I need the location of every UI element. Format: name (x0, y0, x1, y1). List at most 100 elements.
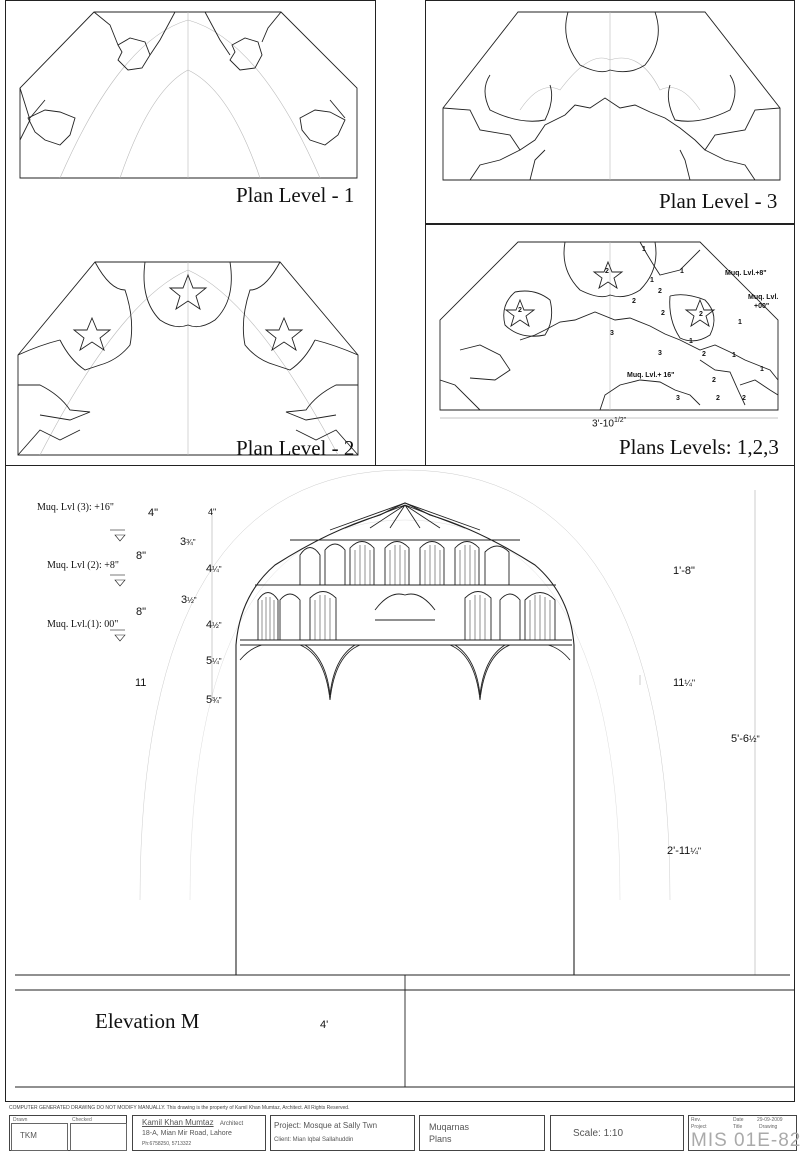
dim-fraction: ¼" (212, 565, 222, 574)
dim-8a: 8" (136, 550, 147, 562)
plan-level-2-drawing (17, 261, 359, 456)
dim-right-1-8: 1'-8" (673, 565, 695, 577)
cell-tag: 1 (642, 246, 646, 253)
dim-fraction: ½" (212, 621, 222, 630)
dim-3-3/4-whole: 3 (180, 536, 187, 548)
cell-tag: 1 (760, 366, 764, 373)
combined-lvl-00a: Muq. Lvl. (748, 294, 779, 301)
tb-architect-name-text: Kamil Khan Mumtaz (142, 1118, 214, 1127)
tb-scale: Scale: 1:10 (573, 1128, 624, 1139)
dim-4b: 4" (208, 507, 217, 517)
elevation-title: Elevation M (95, 1009, 200, 1033)
dim-right-2-11-1/4: 2'-11¼" (667, 845, 701, 857)
dim-fraction: ½" (187, 596, 197, 605)
tb-drawing-title-1: Muqarnas (429, 1122, 470, 1132)
tb-drawn-value: TKM (20, 1131, 37, 1140)
cell-tag: 2 (518, 307, 522, 314)
combined-width-dim: 3'-101/2" (592, 417, 626, 429)
cell-tag: 3 (610, 330, 614, 337)
tb-drawing-title-2: Plans (429, 1134, 452, 1144)
level-3-label: Muq. Lvl (3): +16" (37, 502, 114, 513)
dim-11: 11 (135, 677, 147, 689)
tb-notice: COMPUTER GENERATED DRAWING DO NOT MODIFY… (9, 1105, 350, 1111)
combined-lvl-00b: +00" (754, 303, 770, 310)
plan-level-2-title: Plan Level - 2 (236, 436, 355, 460)
dim-4-1/2-whole: 4 (206, 619, 213, 631)
cell-tag: 3 (658, 350, 662, 357)
tb-drawn-box: Drawn Checked TKM (9, 1115, 127, 1151)
dim-3-3/4: 3¾" (180, 536, 196, 548)
plans-combined-title: Plans Levels: 1,2,3 (619, 435, 779, 459)
combined-width-value: 3'-10 (592, 418, 614, 430)
dim-right-11-1/4: 11¼" (673, 677, 695, 689)
tb-architect-box: Kamil Khan Mumtaz Architect 18-A, Mian M… (132, 1115, 266, 1151)
dim-fraction: ¾" (186, 538, 196, 547)
plan-level-3-drawing (442, 11, 781, 181)
dim-5-3/4: 5¾" (206, 694, 222, 706)
dim-8b: 8" (136, 606, 147, 618)
cell-tag: 2 (658, 288, 662, 295)
combined-lvl-16: Muq. Lvl.+ 16" (627, 372, 675, 379)
dim-right-2-11-whole: 2'-11 (667, 845, 691, 857)
combined-width-frac: 1/2" (613, 417, 627, 424)
tb-title-label: Title (733, 1124, 743, 1130)
tb-project: Project: Mosque at Sally Twn (274, 1121, 378, 1130)
cell-tag: 1 (689, 338, 693, 345)
dim-fraction: ¼" (690, 846, 702, 856)
cell-tag: 2 (632, 298, 636, 305)
dim-right-5-6-1/2: 5'-6½" (731, 733, 760, 745)
tb-project-label: Project (691, 1124, 707, 1130)
cell-tag: 2 (699, 311, 703, 318)
plan-level-3-title: Plan Level - 3 (659, 189, 778, 213)
tb-rev-label: Rev. (691, 1117, 701, 1123)
plan-level-3-panel (425, 0, 795, 224)
dim-fraction: ½" (749, 734, 760, 744)
elevation-drawing (15, 469, 795, 1088)
tb-project-box: Project: Mosque at Sally Twn Client: Mia… (270, 1115, 415, 1151)
dim-4-1/4a: 4¼" (206, 563, 222, 575)
tb-architect-phone: Ph:6758250, 5713322 (142, 1141, 192, 1147)
cell-tag: 2 (712, 377, 716, 384)
plan-level-1-drawing (19, 11, 358, 179)
tb-architect-name: Kamil Khan Mumtaz Architect (142, 1118, 243, 1127)
elevation-bottom-dim: 4' (320, 1019, 329, 1031)
tb-drawn-label: Drawn (13, 1117, 28, 1123)
plan-level-1-title: Plan Level - 1 (236, 183, 355, 207)
tb-date-value: 29-09-2009 (757, 1117, 783, 1123)
tb-drawing-no-box: Rev. Date 29-09-2009 Project Title Drawi… (688, 1115, 800, 1151)
tb-drawing-title-box: Muqarnas Plans (419, 1115, 545, 1151)
cell-tag: 1 (738, 319, 742, 326)
dim-fraction: ¼" (212, 657, 222, 666)
dim-right-11-whole: 11 (673, 677, 685, 689)
tb-date-label: Date (733, 1117, 744, 1123)
dim-5-3/4-whole: 5 (206, 694, 213, 706)
tb-checked-cell (70, 1123, 127, 1151)
cell-tag: 1 (732, 352, 736, 359)
cell-tag: 1 (680, 268, 684, 275)
dim-4a: 4" (148, 507, 159, 519)
cell-tag: 2 (605, 268, 609, 275)
cell-tag: 1 (650, 277, 654, 284)
dim-right-5-6-whole: 5'-6 (731, 733, 749, 745)
level-1-label: Muq. Lvl.(1): 00" (47, 619, 119, 630)
dim-3-1/2-whole: 3 (181, 594, 188, 606)
tb-architect-role: Architect (219, 1121, 244, 1127)
dim-5-1/4-whole: 5 (206, 655, 213, 667)
cell-tag: 2 (716, 395, 720, 402)
tb-drawing-label: Drawing (759, 1124, 778, 1130)
cell-tag: 2 (661, 310, 665, 317)
dim-fraction: ¾" (212, 696, 222, 705)
tb-client: Client: Mian Iqbal Sallahuddin (274, 1137, 354, 1143)
cell-tag: 2 (702, 351, 706, 358)
dim-3-1/2: 3½" (181, 594, 197, 606)
dim-fraction: ¼" (684, 678, 696, 688)
tb-scale-box: Scale: 1:10 (550, 1115, 684, 1151)
dim-4-1/2: 4½" (206, 619, 222, 631)
cell-tag: 3 (676, 395, 680, 402)
tb-checked-label: Checked (72, 1117, 92, 1123)
dim-5-1/4: 5¼" (206, 655, 222, 667)
tb-drawing-no: MIS 01E-82 (691, 1130, 801, 1151)
dim-4-1/4a-whole: 4 (206, 563, 213, 575)
combined-lvl-plus8: Muq. Lvl.+8" (725, 270, 767, 277)
